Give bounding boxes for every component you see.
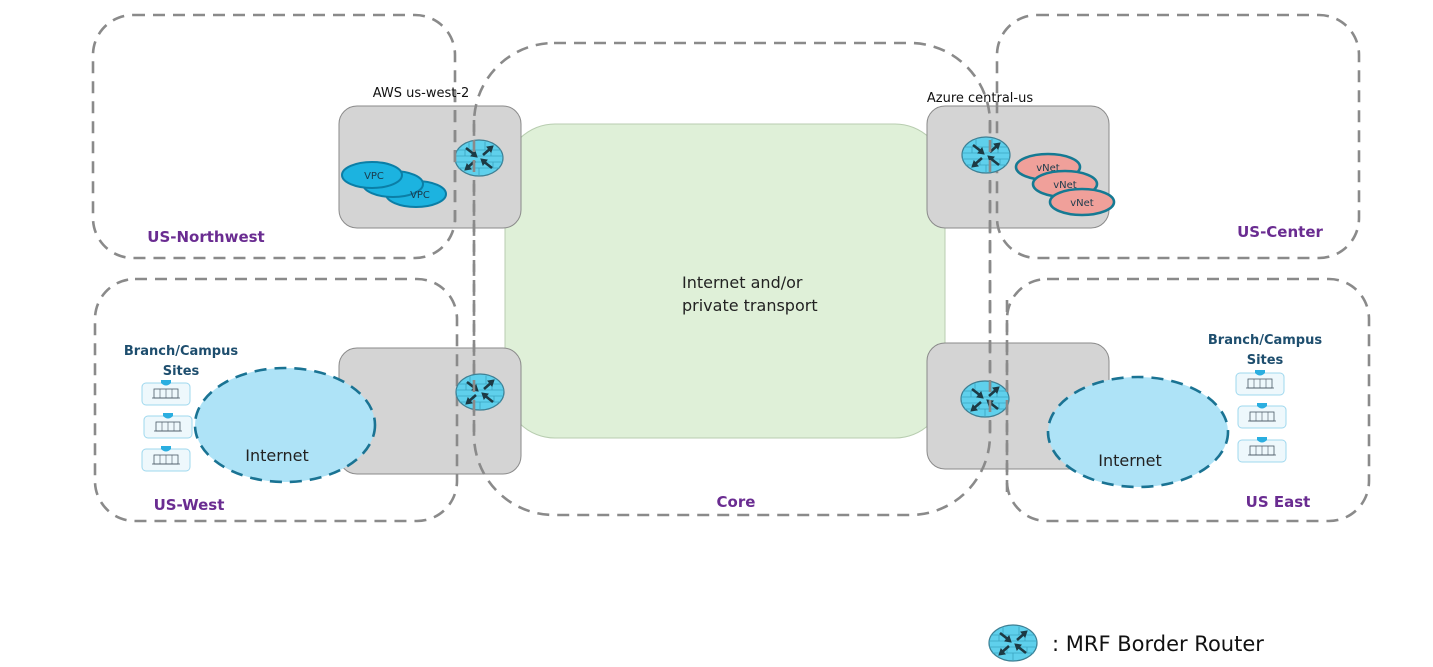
router-icon [960,135,1012,175]
aws-vpc-stack: VPC VPC [341,161,447,208]
west-internet-cloud [193,366,377,484]
region-label-us-west: US-West [154,496,225,514]
region-us-west-boundary [93,277,459,523]
router-icon [454,372,506,412]
legend-label: : MRF Border Router [1052,632,1264,656]
branch-icon [1235,369,1285,396]
west-sites-title-line2: Sites [163,364,200,379]
core-transport-line1: Internet and/or [682,273,803,292]
east-sites-title-line2: Sites [1247,353,1284,368]
aws-cloud-label: AWS us-west-2 [373,86,470,101]
branch-icon [141,379,191,406]
region-label-us-center: US-Center [1237,223,1323,241]
vpc-label: VPC [410,190,430,201]
region-label-us-east: US East [1246,493,1311,511]
east-internet-cloud [1046,375,1230,489]
region-label-us-northwest: US-Northwest [147,228,264,246]
vnet-label: vNet [1053,180,1077,191]
west-sites-title-line1: Branch/Campus [124,344,238,359]
router-icon [453,138,505,178]
azure-vnet-stack: vNet vNet vNet [1014,152,1116,217]
vnet-label: vNet [1036,163,1060,174]
branch-icon [1237,402,1287,429]
router-icon [987,623,1039,663]
core-transport-line2: private transport [682,296,818,315]
vpc-label: VPC [364,171,384,182]
region-us-center-boundary [995,13,1361,260]
region-us-east-boundary [1005,277,1371,523]
azure-cloud-label: Azure central-us [927,91,1033,106]
legend: : MRF Border Router [987,623,1264,663]
branch-icon [1237,436,1287,463]
router-icon [959,379,1011,419]
region-label-core: Core [717,493,756,511]
branch-icon [143,412,193,439]
vnet-label: vNet [1070,198,1094,209]
core-transport-area [504,123,946,439]
west-internet-label: Internet [245,446,309,465]
east-sites-title-line1: Branch/Campus [1208,333,1322,348]
branch-icon [141,445,191,472]
east-internet-label: Internet [1098,451,1162,470]
